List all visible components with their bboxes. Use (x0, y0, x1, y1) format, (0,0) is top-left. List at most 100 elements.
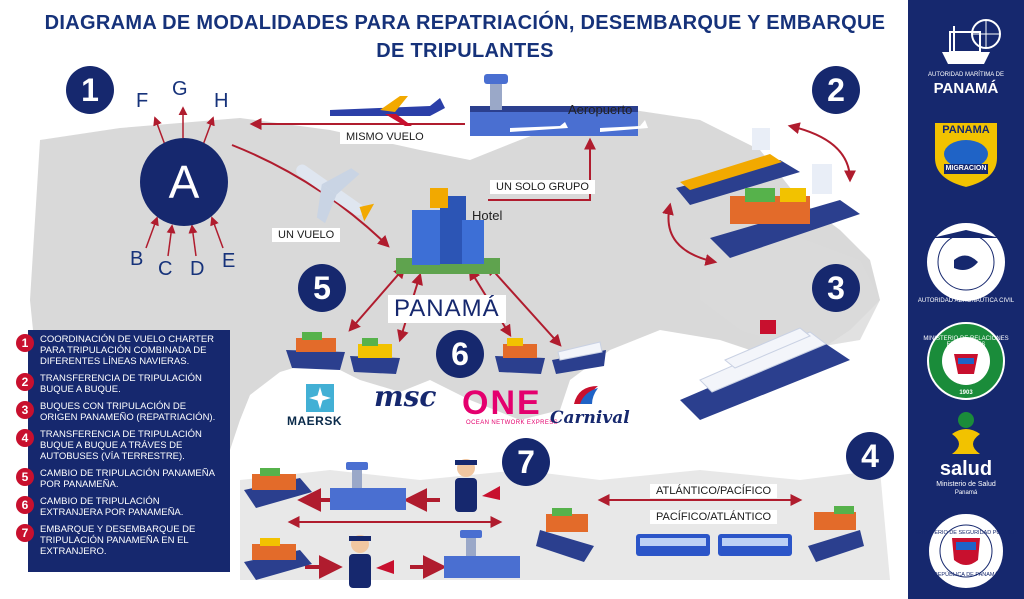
amp-name-line2: PANAMÁ (933, 80, 999, 97)
maersk-star-icon (306, 384, 334, 412)
legend-badge: 4 (16, 429, 34, 447)
legend-item-7: 7 EMBARQUE Y DESEMBARQUE DE TRIPULACIÓN … (16, 524, 224, 557)
legend-item-6: 6 CAMBIO DE TRIPULACIÓN EXTRANJERA POR P… (16, 496, 224, 518)
legend-text: TRANSFERENCIA DE TRIPULACIÓN BUQUE A BUQ… (40, 429, 202, 462)
legend-badge: 3 (16, 401, 34, 419)
amp-ship-logo-icon (942, 19, 1001, 64)
legend-item-2: 2 TRANSFERENCIA DE TRIPULACIÓN BUQUE A B… (16, 373, 224, 395)
ship-5-msc (350, 338, 400, 374)
airport-7-top (330, 462, 406, 510)
salud-sub-text-1: Ministerio de Salud (936, 481, 996, 488)
hub-letter-d: D (190, 258, 205, 280)
aac-ring-text: AUTORIDAD AERONÁUTICA CIVIL (917, 298, 1015, 304)
panama-label: PANAMÁ (388, 295, 506, 323)
minseg-seal-icon (927, 512, 1005, 590)
mire-seal-icon (927, 322, 1005, 400)
marker-4: 4 (846, 432, 894, 480)
container-ship-2b (710, 164, 860, 258)
arrow-hub-to-hotel (231, 144, 390, 248)
aac-seal-icon (925, 221, 1007, 303)
legend-badge: 6 (16, 496, 34, 514)
ship-4-left (536, 508, 594, 562)
container-ship-2a (676, 128, 800, 205)
sailor-figure-bottom (349, 535, 394, 588)
legend-text: CAMBIO DE TRIPULACIÓN EXTRANJERA POR PAN… (40, 496, 184, 518)
one-flight-label: UN VUELO (272, 228, 341, 242)
amp-name-line1: AUTORIDAD MARÍTIMA DE (928, 72, 1004, 78)
marker-3: 3 (812, 264, 860, 312)
ship-6-carnival (552, 341, 606, 374)
cruise-ship-3 (680, 320, 850, 420)
carnival-logo-text: Carnival (550, 408, 630, 428)
migracion-bottom-text: MIGRACION (945, 165, 987, 172)
salud-logo-icon (952, 412, 980, 454)
marker-7: 7 (502, 438, 550, 486)
minseg-ring-text: MINISTERIO DE SEGURIDAD PÚBLICA (915, 530, 1017, 536)
legend-item-1: 1 COORDINACIÓN DE VUELO CHARTER PARA TRI… (16, 334, 224, 367)
migracion-shield-icon (933, 121, 999, 190)
legend-item-4: 4 TRANSFERENCIA DE TRIPULACIÓN BUQUE A B… (16, 429, 224, 462)
legend-text: CAMBIO DE TRIPULACIÓN PANAMEÑA POR PANAM… (40, 468, 215, 490)
salud-sub-text-2: Panamá (954, 490, 978, 496)
diagram-title-line2: DE TRIPULANTES (376, 40, 554, 62)
one-logo-text: ONE (462, 384, 542, 422)
legend-text: BUQUES CON TRIPULACIÓN DE ORIGEN PANAMEÑ… (40, 401, 216, 423)
legend-badge: 2 (16, 373, 34, 391)
legend-text: COORDINACIÓN DE VUELO CHARTER PARA TRIPU… (40, 334, 215, 367)
atlantic-pacific-label: ATLÁNTICO/PACÍFICO (650, 484, 778, 498)
legend-text: TRANSFERENCIA DE TRIPULACIÓN BUQUE A BUQ… (40, 373, 202, 395)
marker-5: 5 (298, 264, 346, 312)
pacific-atlantic-label: PACÍFICO/ATLÁNTICO (650, 510, 778, 524)
carnival-funnel-icon (574, 386, 598, 404)
legend-text: EMBARQUE Y DESEMBARQUE DE TRIPULACIÓN PA… (40, 524, 196, 557)
legend-badge: 7 (16, 524, 34, 542)
hub-letter-h: H (214, 90, 229, 112)
one-group-label: UN SOLO GRUPO (490, 180, 595, 194)
mire-ring-text: MINISTERIO DE RELACIONES EXTERIORES (923, 336, 1009, 348)
marker-6: 6 (436, 330, 484, 378)
hub-circle-a: A (140, 138, 228, 226)
hub-letter-b: B (130, 248, 144, 270)
maersk-logo-text: MAERSK (287, 414, 343, 428)
airplane-icon (330, 96, 445, 126)
arrow-ship1-hotel (348, 266, 406, 332)
hub-letter-f: F (136, 90, 149, 112)
bus-icons (636, 534, 792, 556)
ship-7-top (244, 468, 312, 508)
airport-label: Aeropuerto (568, 102, 633, 117)
marker-2: 2 (812, 66, 860, 114)
legend-item-3: 3 BUQUES CON TRIPULACIÓN DE ORIGEN PANAM… (16, 401, 224, 423)
ship-5-maersk (286, 332, 345, 370)
sailor-figure-top (455, 459, 500, 512)
airplane-tilted-icon (296, 164, 375, 224)
hub-letter-e: E (222, 250, 236, 272)
legend-item-5: 5 CAMBIO DE TRIPULACIÓN PANAMEÑA POR PAN… (16, 468, 224, 490)
migracion-top-text: PANAMA (942, 124, 990, 136)
arrow-ship4-hotel (486, 263, 562, 347)
institution-logos-sidebar: AUTORIDAD MARÍTIMA DE PANAMÁ PANAMA MIGR… (908, 0, 1024, 599)
legend-badge: 5 (16, 468, 34, 486)
arrow-ship-transfer-bottom (662, 202, 718, 266)
minseg-sub-text: REPÚBLICA DE PANAMÁ (933, 572, 999, 578)
ship-7-bottom (244, 538, 312, 580)
arrow-ship-transfer-top (787, 122, 856, 183)
ship-4-right (808, 506, 864, 562)
one-logo-subtitle: OCEAN NETWORK EXPRESS (466, 420, 559, 426)
arrow-hotel-to-airport (488, 137, 596, 201)
mire-year-text: 1903 (959, 390, 973, 396)
same-flight-label: MISMO VUELO (340, 130, 430, 144)
hotel-icon (396, 188, 500, 274)
legend-panel: 1 COORDINACIÓN DE VUELO CHARTER PARA TRI… (16, 330, 230, 572)
airport-building-icon (470, 74, 648, 136)
legend-badge: 1 (16, 334, 34, 352)
hub-letter-g: G (172, 78, 188, 100)
hotel-label: Hotel (472, 208, 503, 223)
msc-logo-text: msc (374, 380, 437, 413)
diagram-title-line1: DIAGRAMA DE MODALIDADES PARA REPATRIACIÓ… (44, 12, 886, 34)
salud-logo-text: salud (939, 458, 993, 480)
ship-6-one (495, 338, 545, 374)
marker-1: 1 (66, 66, 114, 114)
hub-letter-c: C (158, 258, 173, 280)
airport-7-bottom (444, 530, 520, 578)
